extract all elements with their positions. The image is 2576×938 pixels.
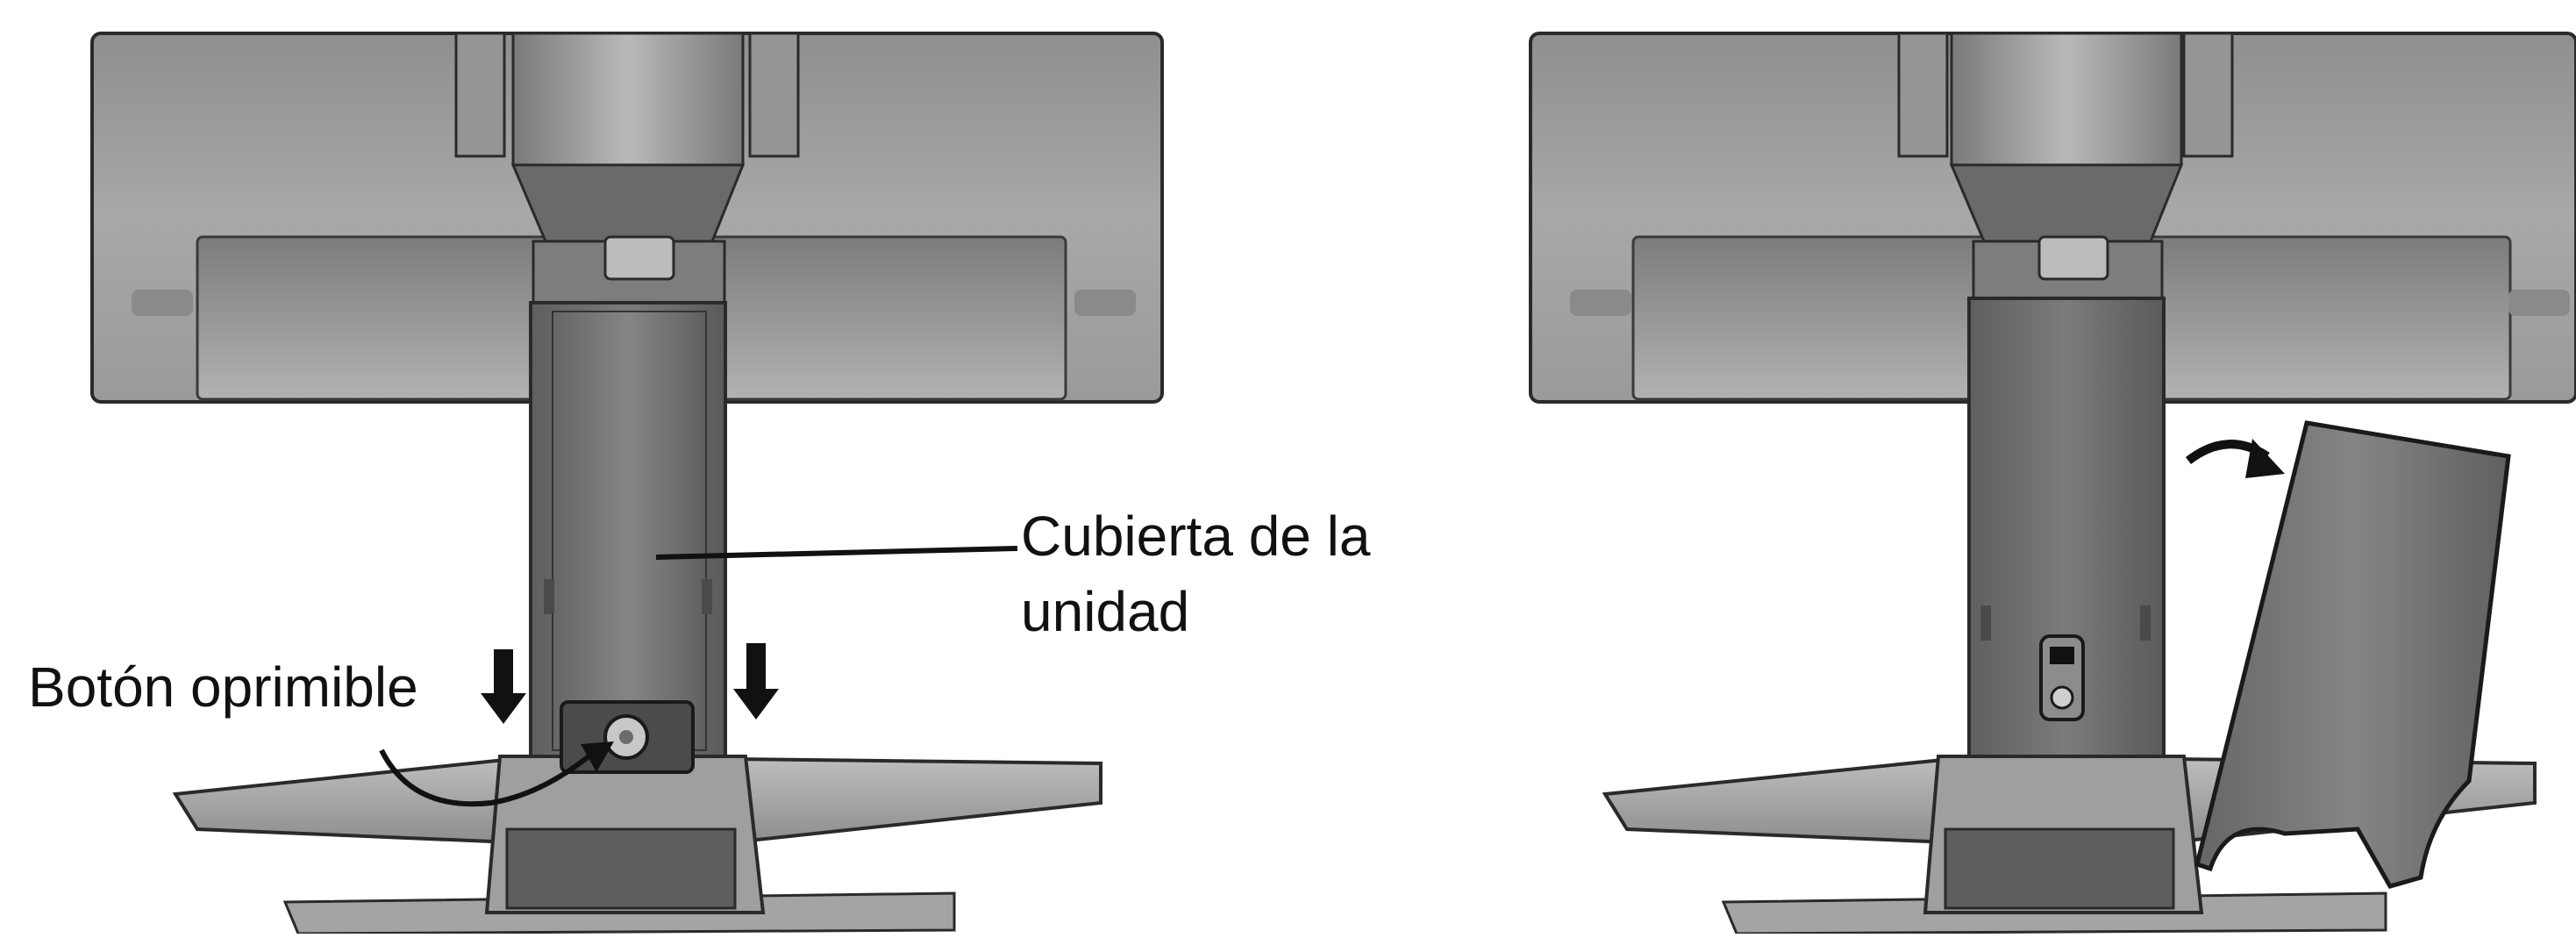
down-arrow-right: [733, 643, 779, 720]
cover-callout-line2: unidad: [1021, 580, 1190, 644]
right-panel: [1529, 32, 2576, 935]
curved-arrow: [2185, 439, 2285, 478]
down-arrow-left: [481, 649, 526, 724]
left-panel: [90, 32, 1164, 935]
stand-column-left: [529, 235, 727, 761]
hinge-right: [1897, 32, 2234, 243]
stand-base-left: [172, 755, 1102, 935]
cover-callout: Cubierta de la unidad: [1021, 498, 1370, 650]
cover-leader-line: [655, 546, 1018, 560]
removed-cover-graphic: [2194, 420, 2511, 889]
button-pointer-head: [581, 741, 614, 772]
stand-column-right: [1967, 235, 2166, 761]
cover-callout-line1: Cubierta de la: [1021, 505, 1371, 568]
button-pointer-curve: [379, 748, 598, 807]
push-button-callout: Botón oprimible: [28, 655, 418, 719]
